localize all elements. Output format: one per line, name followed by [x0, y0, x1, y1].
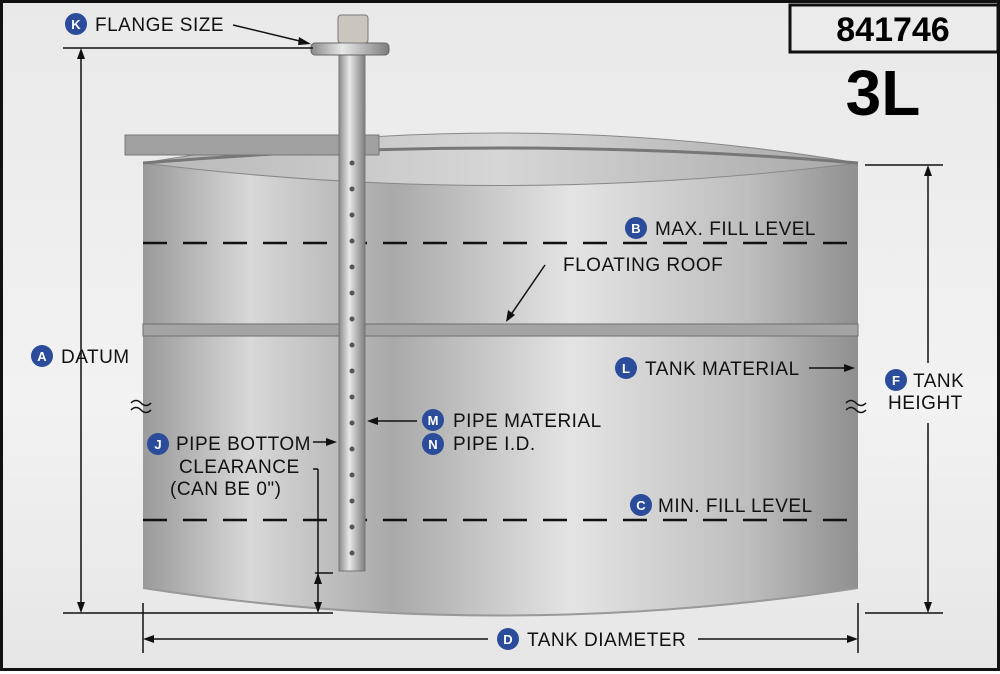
badge-icon: [615, 357, 637, 379]
svg-text:A: A: [37, 349, 47, 364]
pipe-hole: [349, 186, 355, 192]
badge-icon: [31, 345, 53, 367]
label-c: C MIN. FILL LEVEL: [630, 494, 813, 517]
svg-text:PIPE I.D.: PIPE I.D.: [453, 434, 536, 455]
svg-text:K: K: [71, 17, 81, 32]
label-m: M PIPE MATERIAL: [422, 409, 602, 432]
svg-text:D: D: [503, 632, 512, 647]
label-l: L TANK MATERIAL: [615, 357, 800, 380]
svg-text:L: L: [622, 361, 630, 376]
svg-text:J: J: [154, 437, 161, 452]
model-code: 3L: [846, 57, 921, 129]
pipe-hole: [349, 472, 355, 478]
label-b: B MAX. FILL LEVEL: [625, 217, 816, 240]
pipe-hole: [349, 238, 355, 244]
badge-icon: [497, 628, 519, 650]
pipe-hole: [349, 316, 355, 322]
badge-icon: [885, 369, 907, 391]
svg-text:PIPE BOTTOM: PIPE BOTTOM: [176, 434, 311, 455]
pipe-hole: [349, 212, 355, 218]
svg-text:MAX. FILL LEVEL: MAX. FILL LEVEL: [655, 219, 816, 240]
svg-text:HEIGHT: HEIGHT: [888, 393, 963, 414]
badge-icon: [630, 494, 652, 516]
part-number-box: [788, 3, 1000, 54]
svg-text:FLANGE SIZE: FLANGE SIZE: [95, 15, 224, 36]
badge-icon: [65, 13, 87, 35]
floating-roof: [142, 323, 859, 337]
svg-text:B: B: [631, 221, 640, 236]
label-f: F TANK HEIGHT: [885, 369, 964, 414]
svg-text:F: F: [892, 373, 900, 388]
label-k: K FLANGE SIZE: [65, 13, 224, 36]
pipe-hole: [349, 446, 355, 452]
badge-icon: [422, 433, 444, 455]
top-support-bar: [124, 134, 380, 156]
svg-text:MIN. FILL LEVEL: MIN. FILL LEVEL: [658, 496, 813, 517]
pipe-hole: [349, 498, 355, 504]
svg-text:TANK: TANK: [913, 371, 964, 392]
pipe-hole: [349, 264, 355, 270]
pipe-hole: [349, 420, 355, 426]
label-n: N PIPE I.D.: [422, 433, 536, 455]
svg-text:DATUM: DATUM: [61, 347, 130, 368]
svg-text:(CAN BE 0"): (CAN BE 0"): [170, 479, 281, 500]
pipe-hole: [349, 394, 355, 400]
svg-text:C: C: [636, 498, 646, 513]
label-d: D TANK DIAMETER: [497, 628, 686, 651]
label-a: A DATUM: [31, 345, 130, 368]
badge-icon: [422, 409, 444, 431]
arrowheads: [77, 37, 932, 643]
pipe-hole: [349, 550, 355, 556]
badge-icon: [147, 433, 169, 455]
svg-text:CLEARANCE: CLEARANCE: [179, 457, 300, 478]
label-floating-roof: FLOATING ROOF: [563, 255, 723, 276]
diagram-canvas: 841746 3L K FLANGE SIZE B MAX. FILL LEVE…: [31, 3, 1000, 653]
pipe-hole: [349, 342, 355, 348]
part-number: 841746: [836, 11, 949, 49]
pipe-hole: [349, 290, 355, 296]
badge-icon: [625, 217, 647, 239]
gauge-pipe: [310, 14, 390, 572]
label-j: J PIPE BOTTOM CLEARANCE (CAN BE 0"): [147, 433, 311, 500]
svg-text:M: M: [428, 413, 439, 428]
svg-text:PIPE MATERIAL: PIPE MATERIAL: [453, 411, 602, 432]
svg-text:TANK MATERIAL: TANK MATERIAL: [645, 359, 800, 380]
pipe-hole: [349, 368, 355, 374]
svg-text:N: N: [428, 437, 437, 452]
pipe-hole: [349, 160, 355, 166]
pipe-hole: [349, 524, 355, 530]
svg-text:TANK DIAMETER: TANK DIAMETER: [527, 630, 686, 651]
